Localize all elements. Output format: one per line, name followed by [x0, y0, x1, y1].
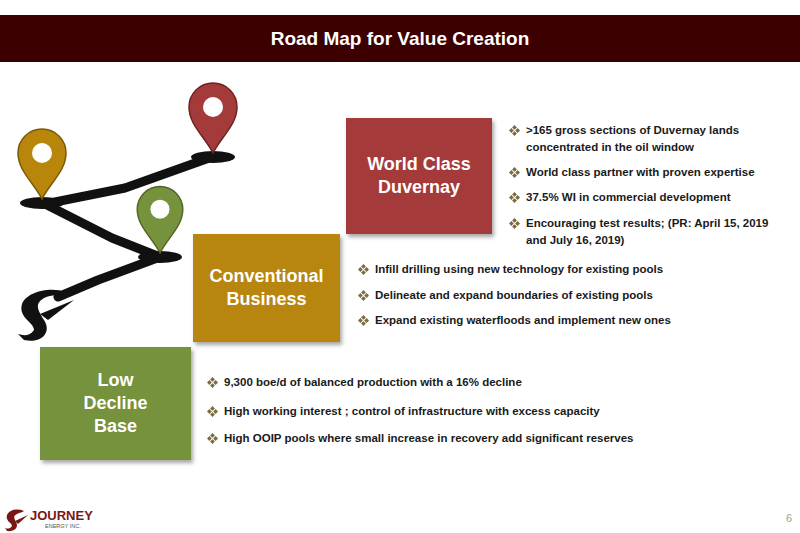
bullet-item: Infill drilling using new technology for… — [375, 261, 785, 278]
bullet-petal — [515, 195, 520, 200]
step-box: World Class Duvernay — [346, 118, 492, 234]
step-box: Low Decline Base — [40, 347, 191, 460]
bullet-petal — [213, 380, 218, 385]
bullet-item: >165 gross sections of Duvernay lands co… — [526, 122, 786, 156]
bullet-petal — [512, 125, 517, 130]
road — [45, 157, 212, 297]
bullet-text: High OOIP pools where small increase in … — [224, 432, 633, 444]
bullet-petal — [364, 293, 369, 298]
step-title: Conventional Business — [204, 265, 329, 311]
bullet-item: High working interest ; control of infra… — [224, 403, 789, 420]
bullet-text: Encouraging test results; (PR: April 15,… — [526, 217, 768, 246]
bullet-petal — [512, 198, 517, 203]
step-title: Low Decline Base — [76, 369, 156, 438]
road-segment — [45, 157, 212, 204]
bullet-item: High OOIP pools where small increase in … — [224, 430, 789, 447]
bullet-symbol — [358, 290, 369, 301]
bullet-petal — [512, 173, 517, 178]
map-pin — [18, 129, 66, 199]
bullet-symbol — [509, 192, 520, 203]
bullet-petal — [210, 383, 215, 388]
bullet-symbol — [207, 377, 218, 388]
map-pin — [189, 83, 237, 153]
bullet-petal — [512, 192, 517, 197]
bullet-item: 37.5% WI in commercial development — [526, 189, 786, 206]
bullet-petal — [361, 296, 366, 301]
bullet-petal — [358, 267, 363, 272]
bullet-petal — [509, 221, 514, 226]
step-title: World Class Duvernay — [357, 153, 482, 199]
bullet-petal — [364, 318, 369, 323]
bullet-text: Delineate and expand boundaries of exist… — [375, 289, 653, 301]
bullet-petal — [361, 315, 366, 320]
bullet-item: 9,300 boe/d of balanced production with … — [224, 374, 789, 391]
logo-wordmark: JOURNEY — [30, 508, 93, 523]
logo-subtitle: ENERGY INC. — [45, 523, 81, 529]
map-pin — [137, 187, 183, 254]
bullet-petal — [361, 270, 366, 275]
bullet-petal — [207, 380, 212, 385]
bullet-petal — [512, 131, 517, 136]
bullet-petal — [509, 170, 514, 175]
bullet-item: Delineate and expand boundaries of exist… — [375, 287, 785, 304]
bullet-petal — [364, 267, 369, 272]
bullet-symbol — [207, 433, 218, 444]
bullet-petal — [207, 409, 212, 414]
bullet-petal — [358, 293, 363, 298]
bullet-petal — [210, 406, 215, 411]
bullet-symbol — [358, 315, 369, 326]
bullet-petal — [515, 221, 520, 226]
bullet-petal — [213, 409, 218, 414]
bullet-symbol — [509, 218, 520, 229]
logo-swoosh — [40, 300, 74, 320]
bullet-text: World class partner with proven expertis… — [526, 166, 755, 178]
step-box: Conventional Business — [193, 234, 340, 342]
bullet-item: Expand existing waterfloods and implemen… — [375, 312, 785, 329]
bullet-text: 37.5% WI in commercial development — [526, 191, 731, 203]
bullet-petal — [512, 218, 517, 223]
bullet-petal — [210, 433, 215, 438]
bullet-item: Encouraging test results; (PR: April 15,… — [526, 215, 786, 249]
bullet-petal — [512, 224, 517, 229]
bullet-petal — [361, 264, 366, 269]
bullet-symbol — [358, 264, 369, 275]
bullet-petal — [509, 195, 514, 200]
bullet-item: World class partner with proven expertis… — [526, 164, 786, 181]
logo-wordmark: JOURNEY — [30, 508, 120, 523]
page-number: 6 — [770, 510, 792, 527]
logo-icon — [15, 515, 28, 524]
road-segment — [58, 257, 160, 297]
bullet-petal — [210, 439, 215, 444]
bullet-petal — [361, 321, 366, 326]
logo-subtitle: ENERGY INC. — [45, 523, 105, 530]
bullet-text: 9,300 boe/d of balanced production with … — [224, 376, 522, 388]
bullet-symbol — [509, 167, 520, 178]
page-number: 6 — [786, 512, 792, 524]
title-bar: Road Map for Value Creation — [0, 15, 800, 62]
bullet-text: Expand existing waterfloods and implemen… — [375, 314, 671, 326]
bullet-text: >165 gross sections of Duvernay lands co… — [526, 124, 739, 153]
bullet-petal — [358, 318, 363, 323]
bullet-petal — [515, 128, 520, 133]
slide-title: Road Map for Value Creation — [271, 28, 530, 50]
bullet-petal — [361, 290, 366, 295]
bullet-petal — [207, 436, 212, 441]
bullet-text: High working interest ; control of infra… — [224, 405, 600, 417]
bullet-symbol — [509, 125, 520, 136]
bullet-text: Infill drilling using new technology for… — [375, 263, 663, 275]
bullet-petal — [515, 170, 520, 175]
bullet-petal — [509, 128, 514, 133]
bullet-symbol — [207, 406, 218, 417]
bullet-petal — [213, 436, 218, 441]
bullet-petal — [210, 377, 215, 382]
bullet-petal — [210, 412, 215, 417]
bullet-petal — [512, 167, 517, 172]
